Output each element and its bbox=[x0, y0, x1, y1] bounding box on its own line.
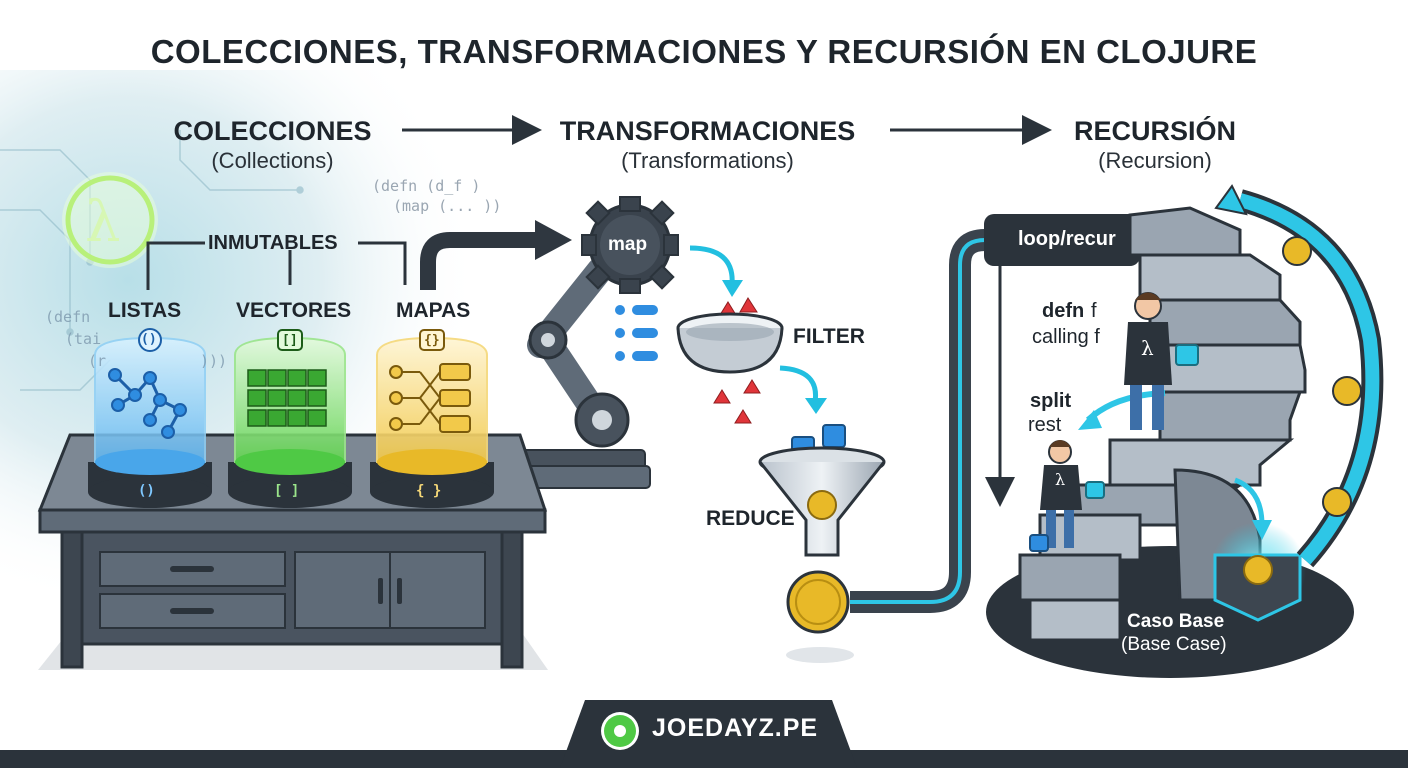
spiral-staircase bbox=[1018, 206, 1307, 642]
background-code-1: (defn bbox=[45, 308, 91, 326]
map-label: map bbox=[608, 234, 648, 255]
lists-badge: () bbox=[141, 332, 157, 347]
maps-jar bbox=[370, 329, 494, 508]
section-title-recursion: RECURSIÓN bbox=[1073, 116, 1236, 146]
flow-arrows bbox=[689, 245, 819, 403]
recursion-step-coins bbox=[1282, 236, 1362, 517]
base-case-icon bbox=[1210, 522, 1306, 622]
base-case-label: Caso Base bbox=[1127, 611, 1225, 632]
base-case-sublabel: (Base Case) bbox=[1121, 634, 1227, 655]
footer-bar bbox=[0, 700, 1408, 768]
split-label: split bbox=[1030, 390, 1072, 412]
reduce-label: REDUCE bbox=[706, 507, 795, 530]
footer-brand: JOEDAYZ.PE bbox=[652, 714, 819, 742]
code-snippet-line-1: (defn (d_f ) bbox=[372, 177, 481, 195]
section-title-collections: COLECCIONES bbox=[173, 116, 372, 146]
lambda-logo-icon bbox=[62, 172, 158, 268]
code-snippet-line-2: (map (... )) bbox=[393, 197, 502, 215]
loop-recur-tag bbox=[984, 214, 1140, 266]
vectors-label: VECTORES bbox=[236, 299, 352, 322]
result-coin-icon bbox=[786, 570, 854, 663]
defn-suffix: f bbox=[1091, 300, 1097, 322]
vectors-badge: [] bbox=[282, 333, 298, 348]
section-title-transformations: TRANSFORMACIONES bbox=[559, 116, 856, 146]
defn-label: defn bbox=[1042, 300, 1085, 322]
vectors-base-glyph: [ ] bbox=[274, 483, 300, 499]
filter-sieve-icon bbox=[676, 312, 784, 374]
background-code-4: ))) bbox=[200, 352, 228, 370]
developer-figure-top bbox=[1124, 292, 1199, 430]
map-gear-icon bbox=[581, 196, 679, 294]
background-code-3: (r bbox=[88, 352, 107, 370]
maps-label: MAPAS bbox=[396, 299, 471, 322]
lists-jar bbox=[88, 328, 212, 508]
rest-label: rest bbox=[1028, 414, 1062, 436]
page-title: COLECCIONES, TRANSFORMACIONES Y RECURSIÓ… bbox=[150, 33, 1258, 70]
vectors-jar bbox=[228, 329, 352, 508]
recursion-pipe bbox=[850, 229, 1000, 613]
robot-arm bbox=[499, 248, 651, 489]
developer-figure-bottom bbox=[1029, 440, 1105, 552]
circuit-lines bbox=[0, 130, 304, 391]
collections-to-map-arrow bbox=[420, 220, 572, 290]
lists-label: LISTAS bbox=[108, 299, 182, 322]
filter-label: FILTER bbox=[793, 325, 865, 348]
brand-logo-icon bbox=[601, 712, 639, 750]
lambda-shirt-top: λ bbox=[1141, 336, 1154, 360]
calling-label: calling f bbox=[1032, 326, 1100, 348]
section-subtitle-transformations: (Transformations) bbox=[621, 148, 794, 173]
maps-base-glyph: { } bbox=[416, 483, 442, 499]
section-subtitle-collections: (Collections) bbox=[211, 148, 334, 173]
lambda-shirt-bottom: λ bbox=[1055, 470, 1066, 489]
immutables-bracket bbox=[146, 241, 407, 290]
mapped-list-icon bbox=[615, 305, 658, 361]
lists-base-glyph: () bbox=[138, 483, 155, 499]
background-code-2: (tai bbox=[65, 330, 102, 348]
lambda-logo-glyph: λ bbox=[85, 190, 121, 255]
maps-badge: {} bbox=[424, 333, 440, 348]
immutables-label: INMUTABLES bbox=[208, 232, 338, 254]
loop-recur-label: loop/recur bbox=[1018, 228, 1116, 250]
reduce-funnel-icon bbox=[758, 446, 886, 557]
section-subtitle-recursion: (Recursion) bbox=[1098, 148, 1212, 173]
